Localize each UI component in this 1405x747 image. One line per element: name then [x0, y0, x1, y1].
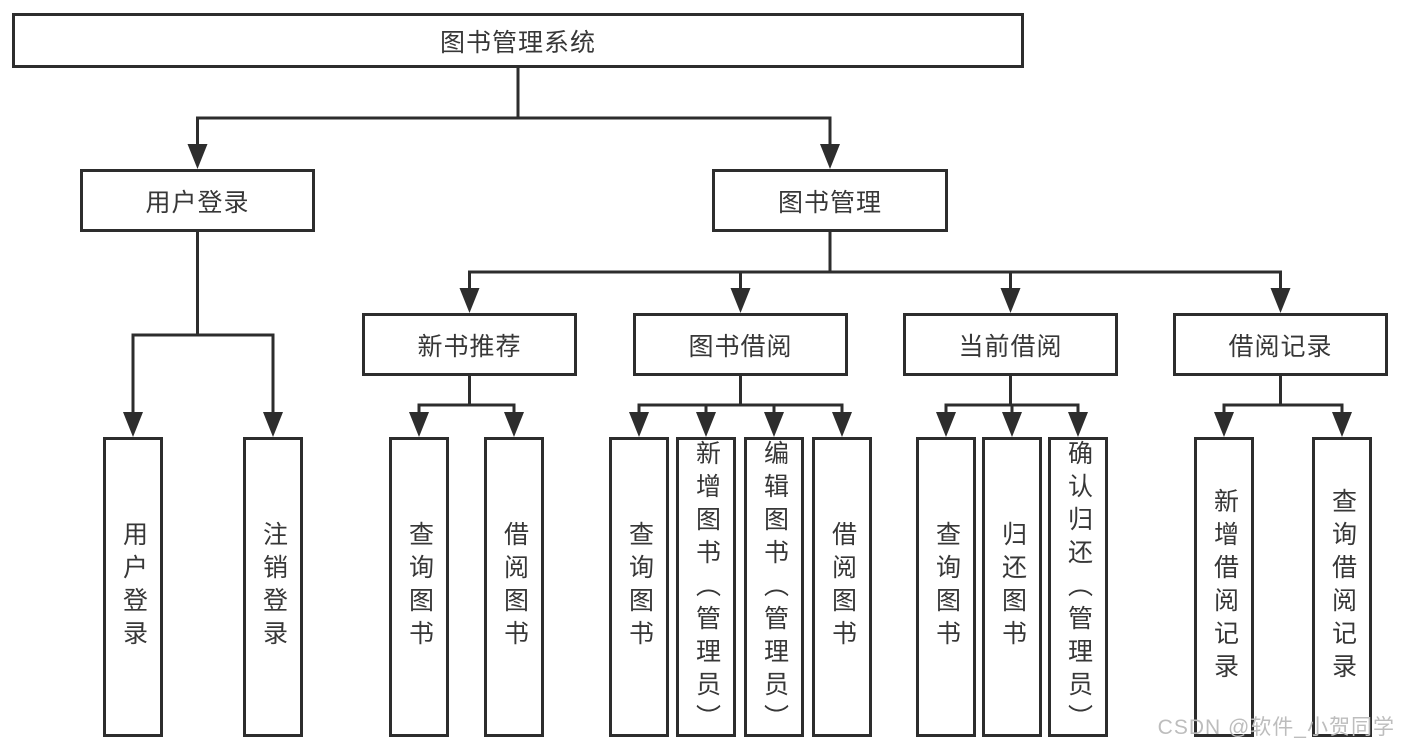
node-book-borrow: 图书借阅: [633, 313, 848, 376]
node-label: 新书推荐: [417, 332, 522, 361]
arrowhead-icon: [1002, 412, 1022, 437]
node-bb-lend: 借阅图书: [812, 437, 872, 737]
node-login-leaf: 用户登录: [103, 437, 163, 737]
node-br-add: 新增借阅记录: [1194, 437, 1254, 737]
node-bb-edit: 编辑图书（管理员）: [744, 437, 804, 737]
arrowhead-icon: [409, 412, 429, 437]
watermark: CSDN @软件_小贺同学: [1157, 716, 1395, 739]
node-cb-query: 查询图书: [916, 437, 976, 737]
arrowhead-icon: [459, 288, 480, 313]
node-label: 新增图书（管理员）: [692, 440, 721, 737]
arrowhead-icon: [629, 412, 649, 437]
arrowhead-icon: [1068, 412, 1088, 437]
node-label: 借阅图书: [500, 521, 529, 653]
node-rec-borrow: 借阅图书: [484, 437, 544, 737]
arrowhead-icon: [1214, 412, 1234, 437]
arrowhead-icon: [123, 412, 143, 437]
node-label: 借阅记录: [1228, 332, 1333, 361]
node-cb-return: 归还图书: [982, 437, 1042, 737]
node-book-mgmt: 图书管理: [712, 169, 948, 232]
arrowhead-icon: [504, 412, 524, 437]
node-label: 图书管理系统: [439, 28, 596, 57]
node-cb-confirm: 确认归还（管理员）: [1048, 437, 1108, 737]
node-label: 新增借阅记录: [1210, 488, 1239, 686]
node-bb-add: 新增图书（管理员）: [676, 437, 736, 737]
node-label: 确认归还（管理员）: [1064, 440, 1093, 737]
node-label: 用户登录: [145, 188, 250, 217]
arrowhead-icon: [936, 412, 956, 437]
node-label: 查询图书: [405, 521, 434, 653]
node-label: 用户登录: [119, 521, 148, 653]
node-label: 查询图书: [932, 521, 961, 653]
arrowhead-icon: [1270, 288, 1291, 313]
node-label: 查询图书: [625, 521, 654, 653]
node-rec-query: 查询图书: [389, 437, 449, 737]
node-new-book-rec: 新书推荐: [362, 313, 577, 376]
node-label: 当前借阅: [958, 332, 1063, 361]
arrowhead-icon: [832, 412, 852, 437]
node-br-query: 查询借阅记录: [1312, 437, 1372, 737]
node-current-borrow: 当前借阅: [903, 313, 1118, 376]
arrowhead-icon: [764, 412, 784, 437]
node-logout-leaf: 注销登录: [243, 437, 303, 737]
arrowhead-icon: [820, 144, 840, 169]
node-borrow-record: 借阅记录: [1173, 313, 1388, 376]
arrowhead-icon: [263, 412, 283, 437]
node-label: 图书管理: [777, 188, 882, 217]
node-label: 归还图书: [998, 521, 1027, 653]
arrowhead-icon: [730, 288, 751, 313]
node-bb-query: 查询图书: [609, 437, 669, 737]
arrowhead-icon: [187, 144, 208, 169]
arrowhead-icon: [1332, 412, 1352, 437]
arrowhead-icon: [1000, 288, 1021, 313]
node-label: 注销登录: [259, 521, 288, 653]
node-root: 图书管理系统: [12, 13, 1024, 68]
node-label: 图书借阅: [688, 332, 793, 361]
arrowhead-icon: [696, 412, 716, 437]
node-user-login: 用户登录: [80, 169, 315, 232]
node-label: 编辑图书（管理员）: [760, 440, 789, 737]
node-label: 借阅图书: [828, 521, 857, 653]
node-label: 查询借阅记录: [1328, 488, 1357, 686]
